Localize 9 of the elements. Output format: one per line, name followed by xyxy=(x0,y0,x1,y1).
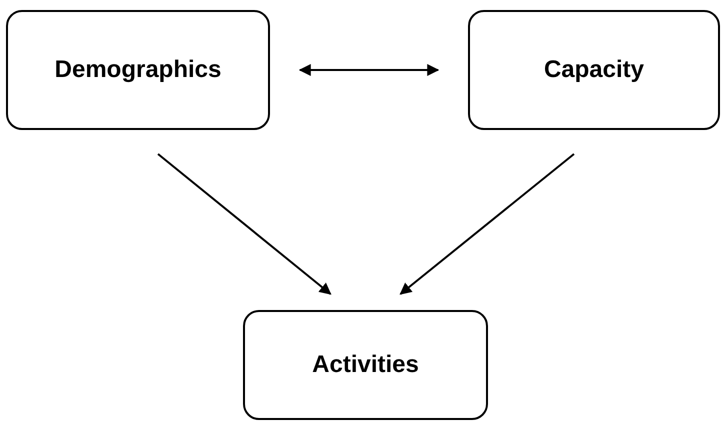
arrow xyxy=(298,64,440,76)
box-label: Demographics xyxy=(54,55,222,85)
box-label: Activities xyxy=(312,350,419,380)
arrow xyxy=(157,153,332,295)
rounded-box xyxy=(6,10,270,130)
rounded-box xyxy=(243,310,488,420)
rounded-box xyxy=(468,10,720,130)
arrow xyxy=(400,153,575,295)
box-label: Capacity xyxy=(544,55,644,85)
